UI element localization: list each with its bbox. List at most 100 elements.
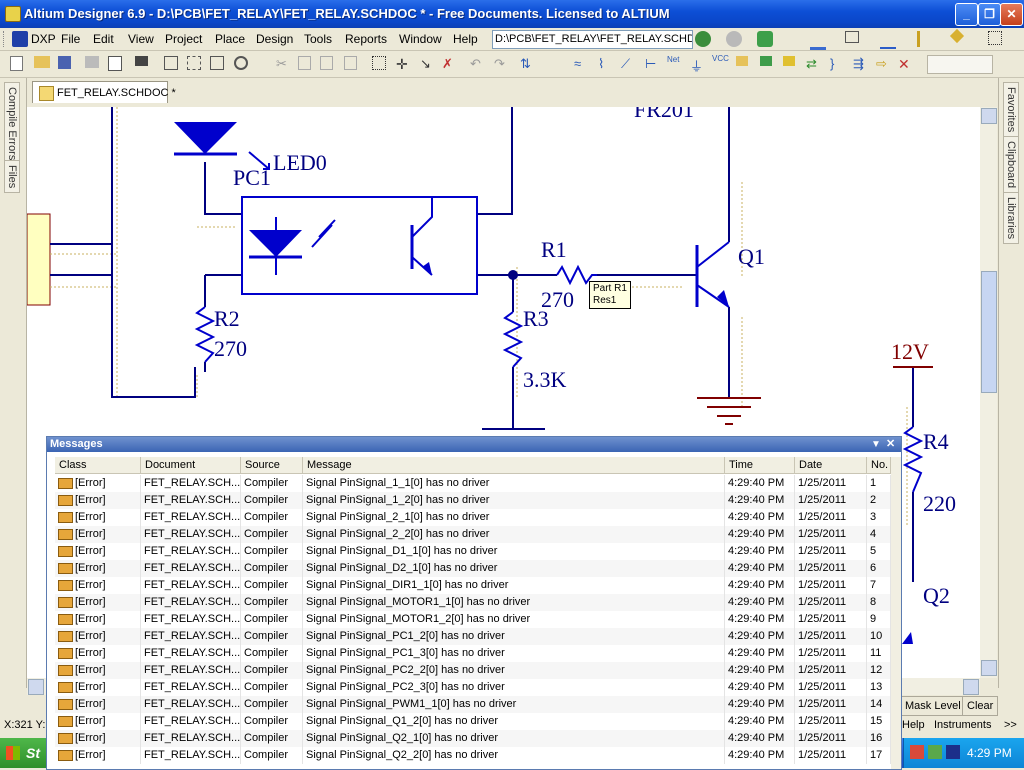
zoom-fit-icon[interactable] xyxy=(164,56,178,70)
tab-favorites[interactable]: Favorites xyxy=(1003,82,1019,137)
tab-clipboard[interactable]: Clipboard xyxy=(1003,136,1019,193)
message-row[interactable]: [Error]FET_RELAY.SCH...CompilerSignal Pi… xyxy=(55,679,891,696)
device-sheet-icon[interactable]: ⇄ xyxy=(806,56,822,72)
menu-edit[interactable]: Edit xyxy=(93,32,114,46)
select-area-icon[interactable] xyxy=(372,56,386,70)
power-objects-icon[interactable] xyxy=(880,31,896,49)
menu-project[interactable]: Project xyxy=(165,32,202,46)
minimize-button[interactable]: _ xyxy=(955,3,978,26)
message-row[interactable]: [Error]FET_RELAY.SCH...CompilerSignal Pi… xyxy=(55,611,891,628)
deselect-icon[interactable]: ✗ xyxy=(442,56,458,72)
message-row[interactable]: [Error]FET_RELAY.SCH...CompilerSignal Pi… xyxy=(55,560,891,577)
message-row[interactable]: [Error]FET_RELAY.SCH...CompilerSignal Pi… xyxy=(55,696,891,713)
menu-design[interactable]: Design xyxy=(256,32,293,46)
message-row[interactable]: [Error]FET_RELAY.SCH...CompilerSignal Pi… xyxy=(55,645,891,662)
message-row[interactable]: [Error]FET_RELAY.SCH...CompilerSignal Pi… xyxy=(55,747,891,764)
message-row[interactable]: [Error]FET_RELAY.SCH...CompilerSignal Pi… xyxy=(55,509,891,526)
vcc-port-icon[interactable]: VCC xyxy=(712,54,728,70)
back-icon[interactable] xyxy=(695,31,711,47)
sheet-entry-icon[interactable] xyxy=(783,56,795,66)
instruments-panel-button[interactable]: Instruments xyxy=(934,719,991,731)
menu-reports[interactable]: Reports xyxy=(345,32,387,46)
tray-app-icon[interactable] xyxy=(910,745,924,759)
vertical-scroll-thumb[interactable] xyxy=(981,271,997,393)
messages-scrollbar[interactable] xyxy=(891,457,901,769)
col-date[interactable]: Date xyxy=(795,457,867,474)
select-cross-icon[interactable]: ↘ xyxy=(420,56,436,72)
menu-place[interactable]: Place xyxy=(215,32,245,46)
undo-icon[interactable]: ↶ xyxy=(470,56,486,72)
clear-button[interactable]: Clear xyxy=(962,696,998,716)
filter-combo[interactable] xyxy=(927,55,993,74)
scroll-right-arrow-icon[interactable] xyxy=(963,679,979,695)
tab-files[interactable]: Files xyxy=(4,160,20,193)
message-row[interactable]: [Error]FET_RELAY.SCH...CompilerSignal Pi… xyxy=(55,730,891,747)
document-path-combo[interactable]: D:\PCB\FET_RELAY\FET_RELAY.SCHD xyxy=(492,30,693,49)
menu-view[interactable]: View xyxy=(128,32,154,46)
gnd-port-icon[interactable]: ⏚ xyxy=(690,56,706,72)
col-document[interactable]: Document xyxy=(141,457,241,474)
panel-close-icon[interactable]: ✕ xyxy=(886,437,895,452)
col-no[interactable]: No. xyxy=(867,457,891,474)
redo-icon[interactable]: ↷ xyxy=(494,56,510,72)
close-button[interactable]: ✕ xyxy=(1000,3,1023,26)
harness-icon[interactable]: } xyxy=(830,56,846,72)
grid-icon[interactable] xyxy=(988,31,1002,45)
open-device-icon[interactable] xyxy=(135,56,148,66)
place-wire-icon[interactable]: ≈ xyxy=(574,56,590,72)
message-row[interactable]: [Error]FET_RELAY.SCH...CompilerSignal Pi… xyxy=(55,628,891,645)
drawing-tools-icon[interactable] xyxy=(845,31,859,43)
cut-icon[interactable]: ✂ xyxy=(276,56,292,72)
col-source[interactable]: Source xyxy=(241,457,303,474)
more-panels-button[interactable]: >> xyxy=(1004,719,1017,731)
zoom-filter-icon[interactable] xyxy=(234,56,248,70)
tab-compile-errors[interactable]: Compile Errors xyxy=(4,82,20,165)
wiring-tools-icon[interactable] xyxy=(810,31,826,50)
menu-tools[interactable]: Tools xyxy=(304,32,332,46)
message-row[interactable]: [Error]FET_RELAY.SCH...CompilerSignal Pi… xyxy=(55,492,891,509)
hierarchy-icon[interactable]: ⇅ xyxy=(520,56,536,72)
digital-devices-icon[interactable] xyxy=(917,31,936,47)
maximize-button[interactable]: ❐ xyxy=(978,3,1001,26)
paste-icon[interactable] xyxy=(320,56,333,70)
menu-dxp[interactable]: DXP xyxy=(31,32,56,46)
message-row[interactable]: [Error]FET_RELAY.SCH...CompilerSignal Pi… xyxy=(55,713,891,730)
port-icon[interactable]: ⇨ xyxy=(876,56,892,72)
col-class[interactable]: Class xyxy=(55,457,141,474)
harness-entry-icon[interactable]: ⇶ xyxy=(853,56,869,72)
place-bus-icon[interactable]: ⌇ xyxy=(598,56,614,72)
canvas-vertical-scrollbar[interactable] xyxy=(980,107,997,678)
message-row[interactable]: [Error]FET_RELAY.SCH...CompilerSignal Pi… xyxy=(55,662,891,679)
mask-level-button[interactable]: Mask Level xyxy=(900,696,966,716)
bus-entry-icon[interactable]: ⟋ xyxy=(621,56,637,72)
copy-icon[interactable] xyxy=(298,56,311,70)
col-message[interactable]: Message xyxy=(303,457,725,474)
move-icon[interactable]: ✛ xyxy=(396,56,412,72)
toolbar-grip[interactable] xyxy=(3,31,7,47)
tab-libraries[interactable]: Libraries xyxy=(1003,192,1019,244)
net-label-icon[interactable]: ⊢ xyxy=(645,56,661,72)
col-time[interactable]: Time xyxy=(725,457,795,474)
tray-media-icon[interactable] xyxy=(946,745,960,759)
zoom-area-icon[interactable] xyxy=(187,56,201,70)
sheet-symbol-icon[interactable] xyxy=(760,56,772,66)
new-file-icon[interactable] xyxy=(10,56,23,71)
menu-help[interactable]: Help xyxy=(453,32,478,46)
menu-file[interactable]: File xyxy=(61,32,80,46)
rubber-stamp-icon[interactable] xyxy=(344,56,357,70)
place-part-icon[interactable] xyxy=(736,56,748,66)
no-erc-icon[interactable]: ✕ xyxy=(898,56,914,72)
message-row[interactable]: [Error]FET_RELAY.SCH...CompilerSignal Pi… xyxy=(55,577,891,594)
message-row[interactable]: [Error]FET_RELAY.SCH...CompilerSignal Pi… xyxy=(55,594,891,611)
message-row[interactable]: [Error]FET_RELAY.SCH...CompilerSignal Pi… xyxy=(55,475,891,492)
scroll-down-arrow-icon[interactable] xyxy=(981,660,997,676)
home-icon[interactable] xyxy=(757,31,773,47)
print-icon[interactable] xyxy=(85,56,99,68)
zoom-selected-icon[interactable] xyxy=(210,56,224,70)
help-panel-button[interactable]: Help xyxy=(902,719,925,731)
open-folder-icon[interactable] xyxy=(34,56,50,68)
message-row[interactable]: [Error]FET_RELAY.SCH...CompilerSignal Pi… xyxy=(55,526,891,543)
forward-icon[interactable] xyxy=(726,31,742,47)
tab-fet-relay-schdoc[interactable]: FET_RELAY.SCHDOC * xyxy=(32,81,168,103)
message-row[interactable]: [Error]FET_RELAY.SCH...CompilerSignal Pi… xyxy=(55,543,891,560)
